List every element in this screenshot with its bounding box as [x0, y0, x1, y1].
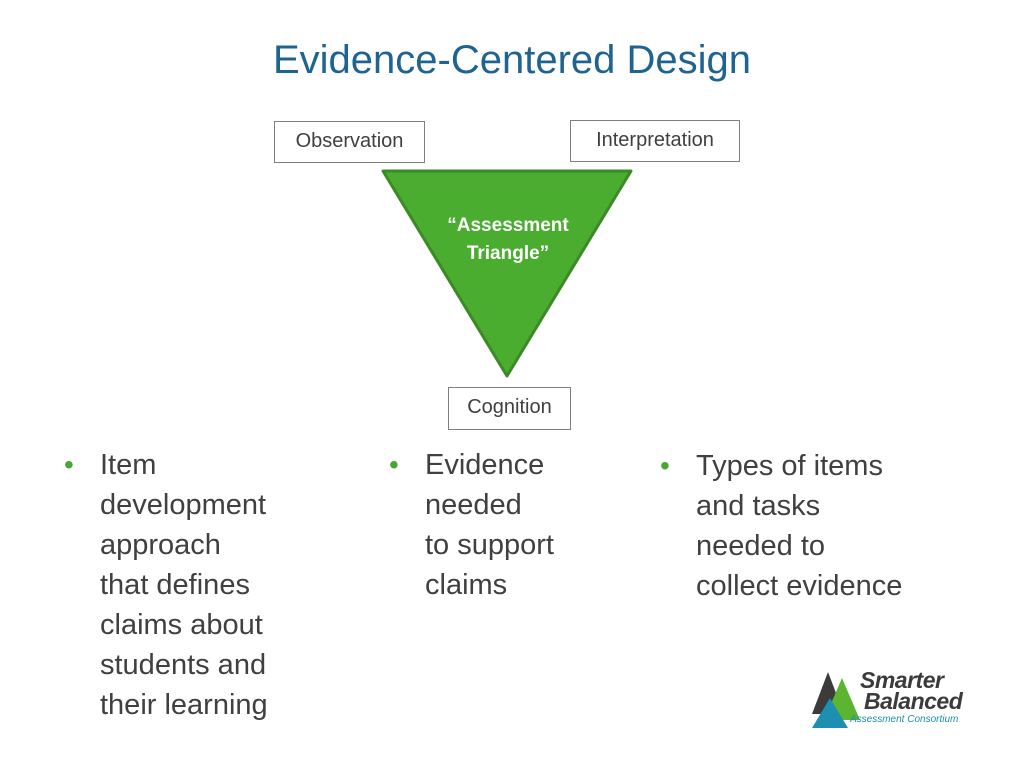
bullet-line: Item [100, 449, 157, 481]
cognition-label: Cognition [448, 387, 571, 430]
bullet-line: Evidence [425, 449, 545, 481]
bullet-column-2: • Evidence needed to support claims [389, 445, 605, 605]
bullet-line: needed [425, 489, 522, 521]
bullet-line: their learning [100, 689, 268, 721]
bullet-line: students and [100, 649, 267, 681]
bullet-line: approach [100, 529, 221, 561]
bullet-line: to support [425, 529, 554, 561]
bullet-line: that defines [100, 569, 250, 601]
logo-text-consortium: Assessment Consortium [850, 714, 959, 725]
bullet-line: development [100, 489, 267, 521]
triangle-caption-line1: “Assessment [447, 215, 569, 236]
triangle-caption: “Assessment Triangle” [424, 212, 592, 268]
bullet-icon: • [64, 449, 74, 480]
smarter-balanced-logo-icon [812, 672, 860, 728]
bullet-icon: • [389, 449, 399, 480]
bullet-icon: • [660, 450, 670, 481]
bullet-column-1: • Item development approach that defines… [64, 445, 330, 725]
bullet-line: claims about [100, 609, 263, 641]
bullet-line: Types of items [696, 450, 883, 482]
observation-label: Observation [274, 121, 425, 163]
bullet-column-3: • Types of items and tasks needed to col… [660, 446, 956, 606]
triangle-caption-line2: Triangle” [466, 243, 550, 264]
bullet-line: and tasks [696, 490, 821, 522]
interpretation-label: Interpretation [570, 120, 740, 162]
slide-title: Evidence-Centered Design [272, 38, 752, 82]
assessment-triangle [381, 169, 633, 378]
logo-text-balanced: Balanced [864, 688, 963, 714]
bullet-line: claims [425, 569, 508, 601]
logo-text-smarter: Smarter [860, 667, 944, 693]
bullet-line: needed to [696, 530, 826, 562]
bullet-line: collect evidence [696, 570, 903, 602]
